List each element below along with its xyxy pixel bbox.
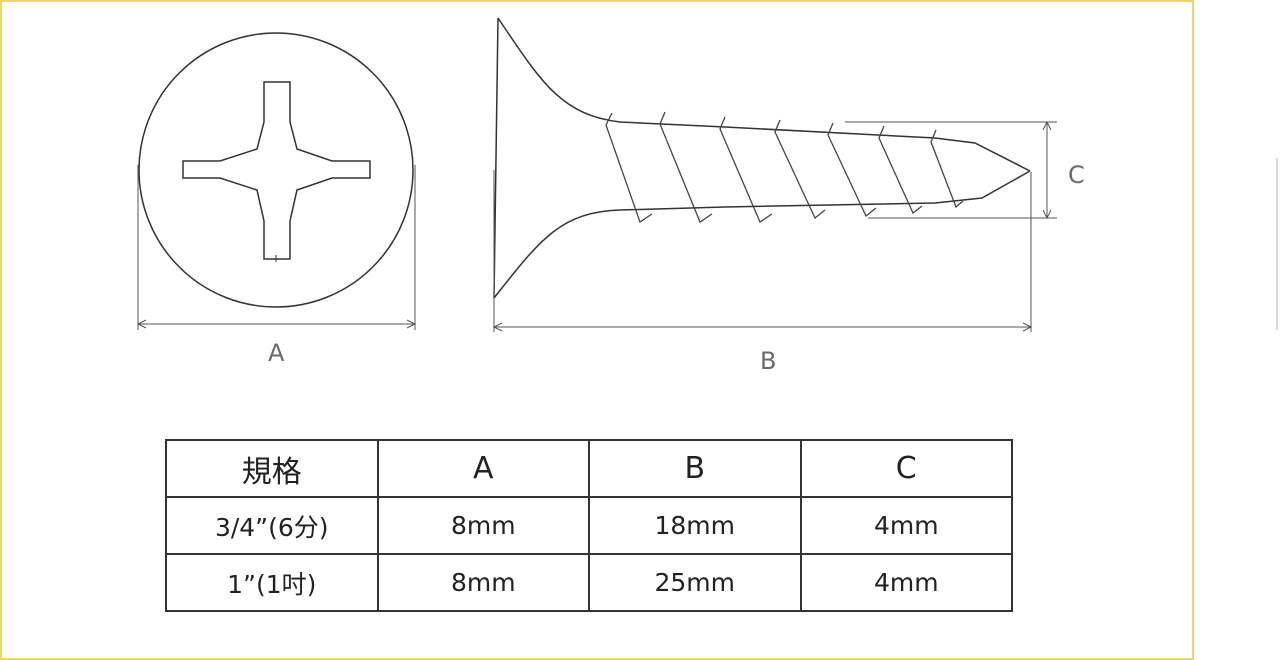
header-cell-spec: 規格 — [165, 439, 379, 498]
header-cell-a: A — [376, 439, 590, 498]
table-cell-a: 8mm — [376, 553, 590, 612]
screw-side-view — [493, 17, 1031, 299]
dimension-a-lines — [136, 165, 417, 330]
dimension-c-lines — [845, 120, 1057, 220]
table-row: 3/4”(6分) 8mm 18mm 4mm — [165, 496, 1013, 555]
table-header-row: 規格 A B C — [165, 439, 1013, 498]
dimension-a-label: A — [268, 339, 285, 367]
table-cell-spec: 3/4”(6分) — [165, 496, 379, 555]
table-cell-spec: 1”(1吋) — [165, 553, 379, 612]
table-cell-b: 18mm — [588, 496, 802, 555]
table-row: 1”(1吋) 8mm 25mm 4mm — [165, 553, 1013, 612]
edge-mark — [1276, 158, 1278, 330]
screw-threads — [605, 111, 964, 224]
dimension-c-label: C — [1068, 161, 1085, 189]
image-frame — [0, 0, 1194, 660]
header-cell-c: C — [799, 439, 1013, 498]
spec-table: 規格 A B C 3/4”(6分) 8mm 18mm 4mm 1”(1吋) 8m… — [165, 439, 1013, 612]
table-cell-c: 4mm — [799, 553, 1013, 612]
dimension-b-label: B — [760, 347, 777, 375]
phillips-cross-icon — [182, 81, 371, 260]
screw-head-circle — [138, 32, 414, 308]
table-cell-c: 4mm — [799, 496, 1013, 555]
dimension-b-lines — [492, 170, 1033, 332]
table-cell-a: 8mm — [376, 496, 590, 555]
table-cell-b: 25mm — [588, 553, 802, 612]
screw-head-top-view — [138, 32, 414, 308]
header-cell-b: B — [588, 439, 802, 498]
